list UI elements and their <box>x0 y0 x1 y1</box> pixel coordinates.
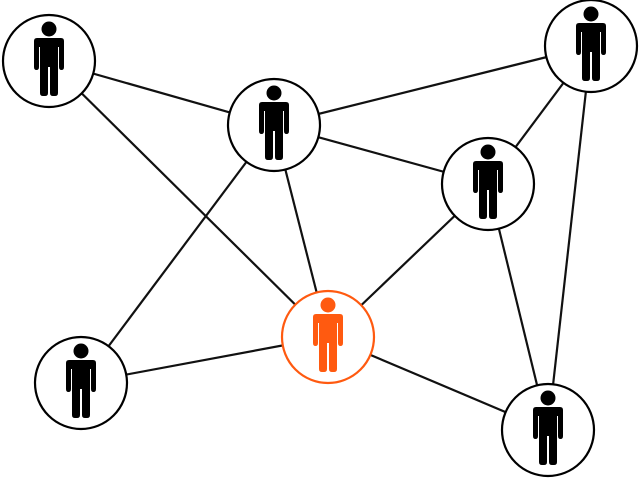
node-n4[interactable] <box>440 136 536 232</box>
person-icon <box>34 21 64 96</box>
edge-n2-n3 <box>273 44 592 127</box>
edge-n2-n6 <box>80 124 275 384</box>
person-icon <box>259 85 289 160</box>
node-n2[interactable] <box>226 77 322 173</box>
person-icon <box>66 343 96 418</box>
node-n7[interactable] <box>500 382 596 478</box>
person-icon <box>313 297 343 372</box>
edge-n3-n7 <box>546 45 593 431</box>
node-n5-highlighted[interactable] <box>280 289 376 385</box>
edge-n1-n5 <box>48 60 329 338</box>
person-icon <box>473 144 503 219</box>
node-n3[interactable] <box>543 0 639 94</box>
node-n1[interactable] <box>1 13 97 109</box>
node-n6[interactable] <box>33 335 129 431</box>
person-icon <box>576 6 606 81</box>
person-icon <box>533 390 563 465</box>
